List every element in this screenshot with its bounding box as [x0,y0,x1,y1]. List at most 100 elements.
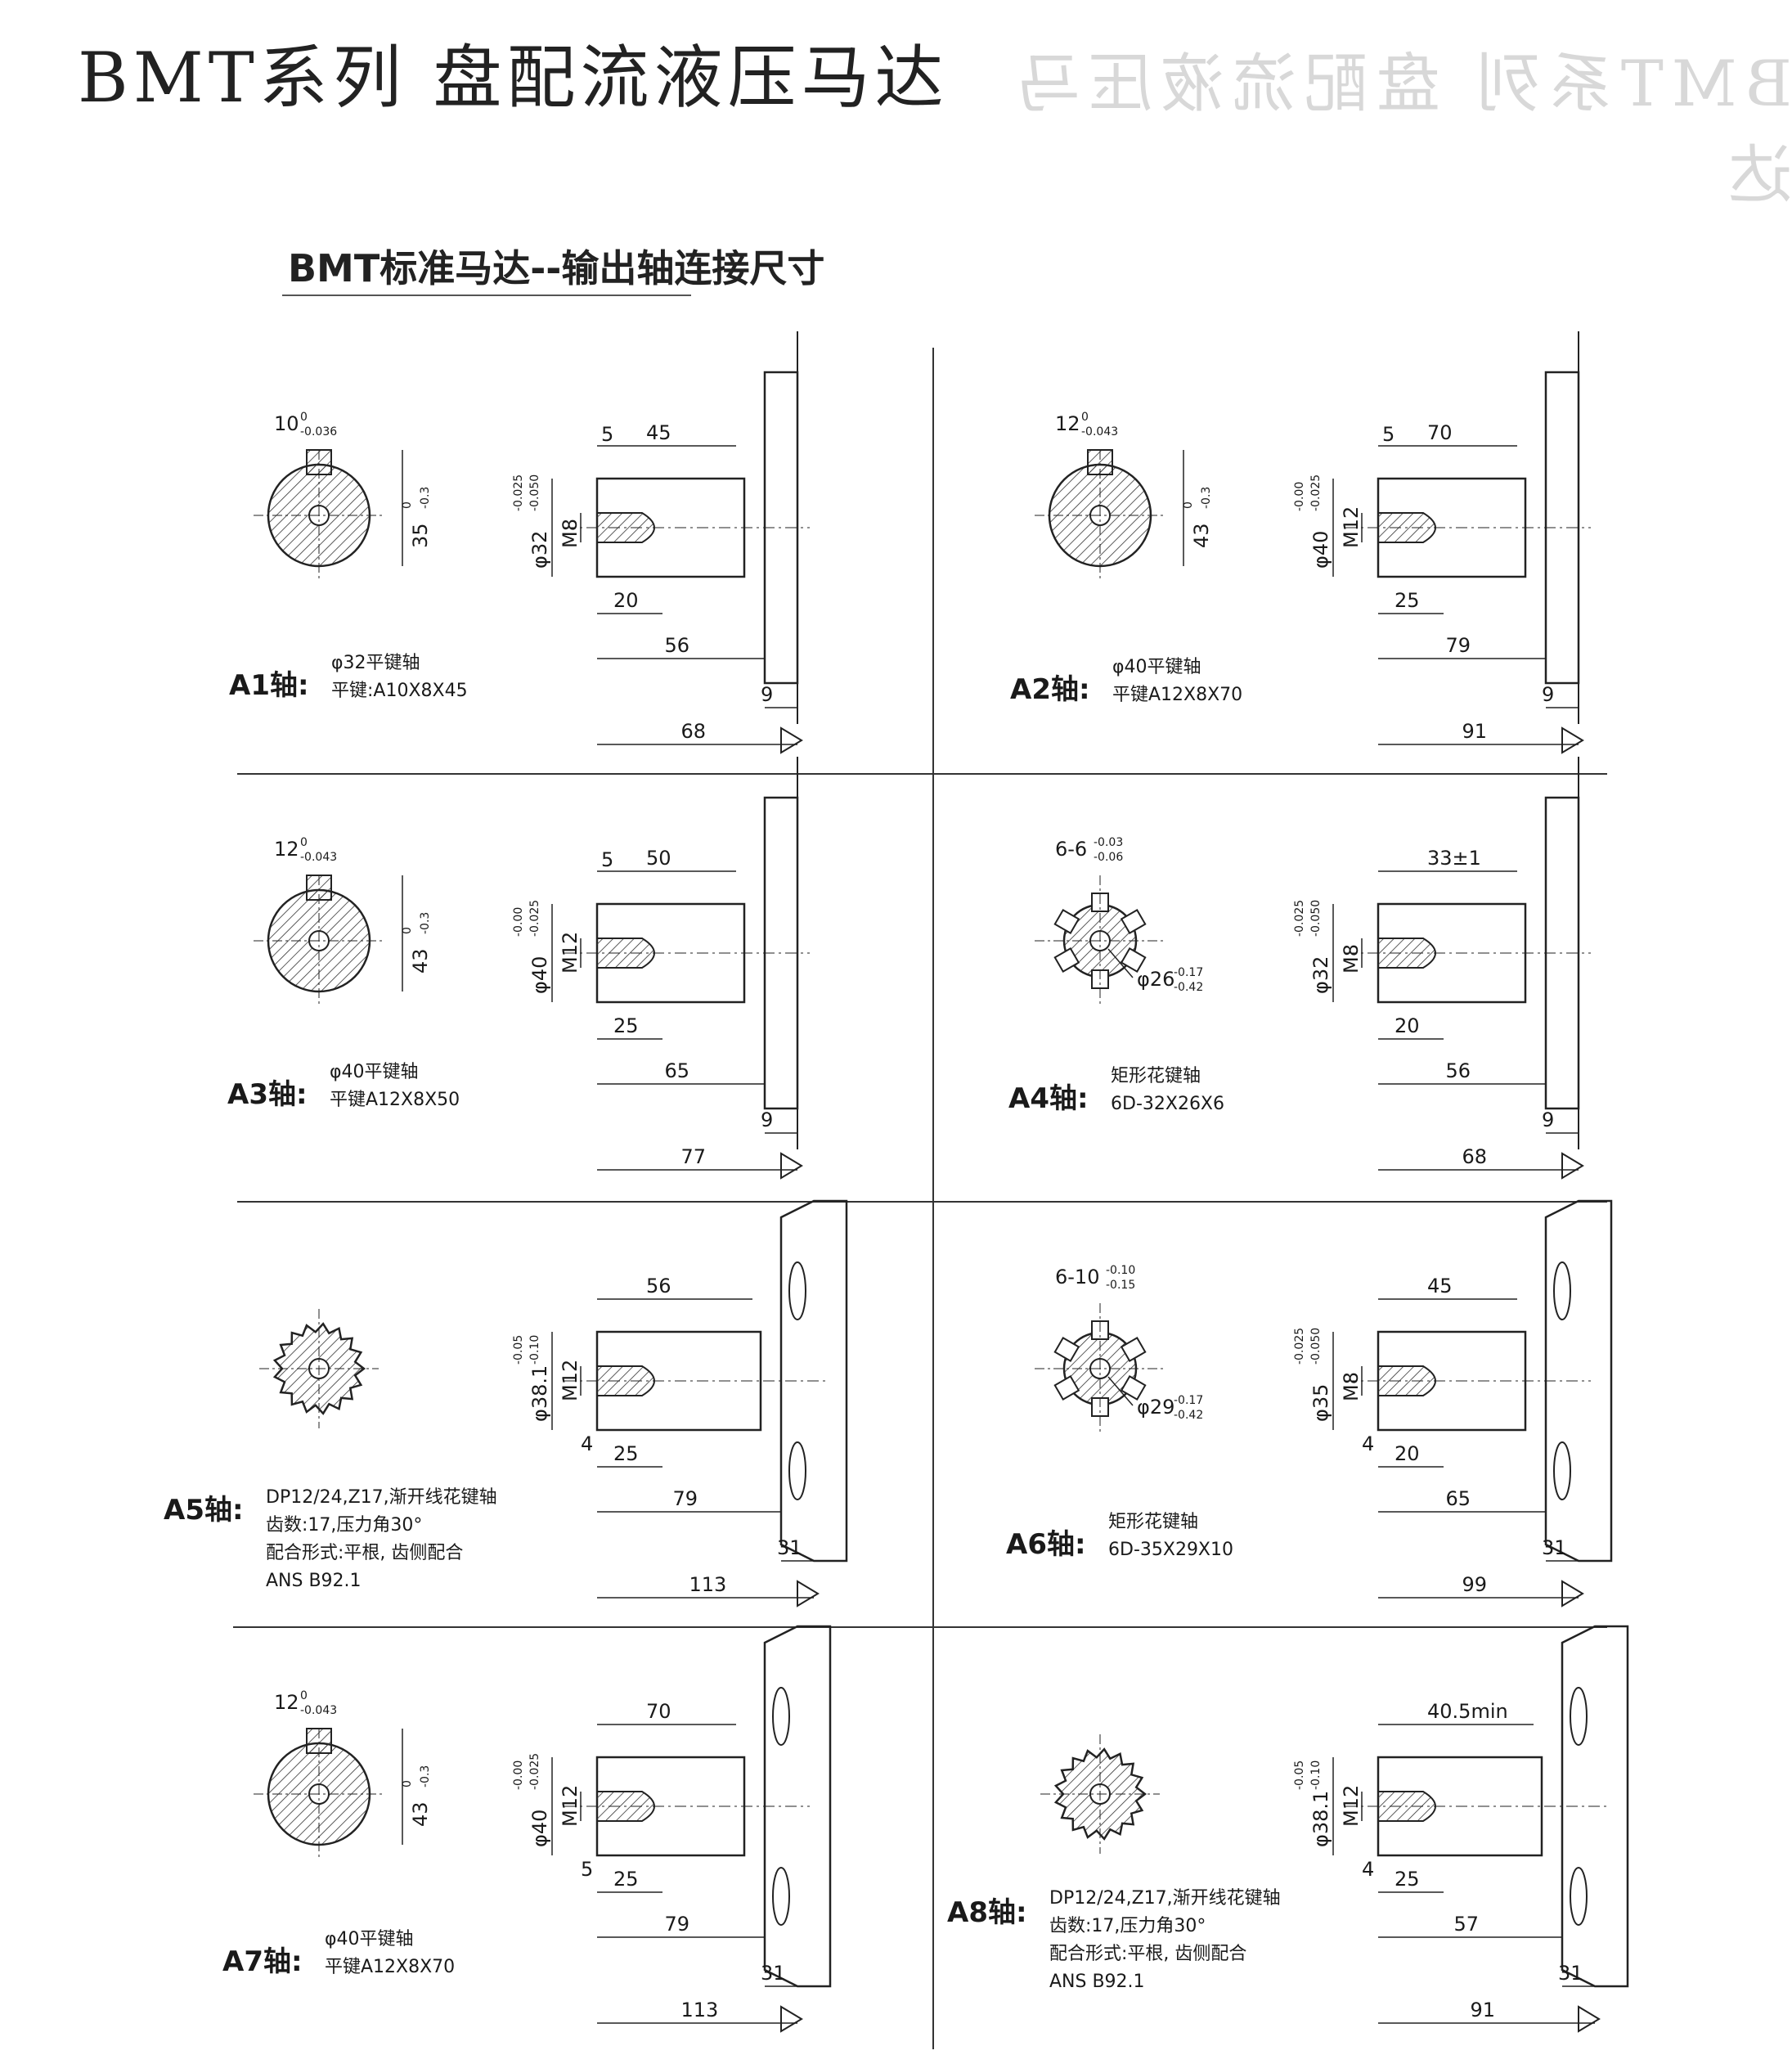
flange-dim: 31 [1542,1536,1567,1559]
spline-key [1053,908,1080,935]
shaft-length-dim: 56 [1446,1059,1471,1082]
section-diameter-dim: φ26 [1137,968,1174,991]
thread-depth-dim: 25 [613,1868,639,1891]
overall-length-dim: 91 [1462,720,1488,743]
diameter-tol-lower: -0.050 [1309,1328,1323,1365]
datum-triangle [780,726,803,754]
flange-dim: 31 [777,1536,802,1559]
key-tol-upper: -0.10 [1106,1264,1135,1277]
thread-dim: M8 [559,519,582,548]
key-length-dim: 56 [646,1275,671,1297]
datum-triangle [797,1580,820,1608]
shaft-label: A7轴: [222,1945,303,1978]
thread-depth-dim: 25 [613,1442,639,1465]
shaft-spec-line: 配合形式:平根, 齿侧配合 [1049,1944,1247,1964]
height-dim: 35 [409,523,432,548]
shaft-label: A1轴: [229,669,309,702]
flange-dim: 9 [761,1108,773,1131]
shaft-spec-line: 6D-32X26X6 [1111,1094,1225,1114]
spline-key [1120,947,1147,974]
overall-length-dim: 77 [681,1145,707,1168]
thread-dim: M12 [559,932,582,974]
shaft-spec-line: ANS B92.1 [1049,1972,1145,1992]
shaft-spec-line: DP12/24,Z17,渐开线花键轴 [266,1487,497,1508]
bolt-slot-top [1570,1687,1588,1746]
thread-depth-dim: 25 [1395,589,1420,612]
spline-key [1120,908,1147,935]
bolt-slot-bottom [788,1441,806,1500]
key-length-dim: 33±1 [1427,847,1481,870]
shaft-label: A8轴: [947,1896,1027,1929]
key-tol-upper: 0 [300,1689,308,1702]
spline-key [1053,1336,1080,1363]
mounting-flange [763,1625,832,1988]
diameter-tol-lower: -0.025 [1309,474,1323,511]
flange-dim: 9 [761,683,773,706]
thread-dim: M12 [1340,1785,1363,1827]
overall-length-dim: 113 [681,1999,719,2021]
section-leader [1107,948,1134,978]
diameter-dim: φ32 [1309,956,1332,994]
key-length-dim: 70 [1427,421,1453,444]
thread-dim: M12 [1340,506,1363,548]
shaft-spec-line: φ40平键轴 [325,1929,414,1949]
diameter-tol-upper: -0.025 [1293,1328,1306,1365]
shaft-spec-line: 平键:A10X8X45 [331,681,468,701]
shaft-label: A6轴: [1006,1528,1086,1561]
offset-dim: 5 [1382,423,1395,446]
diameter-tol-upper: -0.05 [512,1335,525,1365]
height-tol-upper: 0 [401,501,414,509]
key-tol-upper: -0.03 [1094,836,1123,849]
spline-key [1120,1336,1147,1363]
diameter-tol-upper: -0.025 [1293,900,1306,937]
key-width-dim: 6-10 [1055,1266,1099,1288]
key-tol-upper: 0 [300,411,308,424]
height-tol-lower: -0.3 [419,487,432,509]
key-length-dim: 40.5min [1427,1700,1508,1723]
shaft-label: A5轴: [164,1494,244,1527]
shaft-spec-line: 矩形花键轴 [1111,1066,1201,1086]
key-tol-upper: 0 [1081,411,1089,424]
thread-dim: M8 [1340,944,1363,974]
thread-depth-dim: 20 [1395,1442,1420,1465]
flange-dim: 9 [1542,683,1554,706]
key-width-dim: 10 [274,412,299,435]
key-width-dim: 12 [274,838,299,861]
diameter-tol-lower: -0.10 [528,1335,541,1365]
diameter-dim: φ40 [1309,531,1332,569]
bolt-slot-bottom [1553,1441,1571,1500]
diameter-tol-upper: -0.025 [512,474,525,511]
shaft-length-dim: 56 [665,634,690,657]
grid-row-divider-3 [233,1626,1607,1628]
spline-key [1053,1374,1080,1401]
offset-dim: 4 [1362,1432,1374,1455]
diameter-tol-lower: -0.10 [1309,1760,1323,1790]
shaft-label: A4轴: [1008,1082,1089,1115]
offset-dim: 4 [581,1432,593,1455]
datum-triangle [1561,1152,1584,1180]
offset-dim: 4 [1362,1858,1374,1881]
diameter-tol-upper: -0.00 [512,907,525,937]
diameter-tol-upper: -0.05 [1293,1760,1306,1790]
shaft-spec-line: 6D-35X29X10 [1108,1540,1234,1560]
overall-length-dim: 91 [1471,1999,1496,2021]
shaft-spec-line: 平键A12X8X70 [325,1957,456,1977]
mounting-flange [779,1199,848,1563]
section-tol-lower: -0.42 [1174,981,1203,994]
key-length-dim: 45 [646,421,671,444]
grid-row-divider-2 [237,1201,1607,1203]
section-tol-lower: -0.42 [1174,1409,1203,1422]
shaft-spec-line: φ32平键轴 [331,653,420,673]
diameter-tol-lower: -0.025 [528,1753,541,1790]
key-length-dim: 70 [646,1700,671,1723]
bolt-slot-top [1553,1261,1571,1320]
thread-depth-dim: 25 [1395,1868,1420,1891]
key-width-dim: 12 [274,1691,299,1714]
thread-dim: M12 [559,1360,582,1401]
shaft-spec-line: 齿数:17,压力角30° [1049,1916,1206,1936]
height-tol-upper: 0 [401,1780,414,1787]
height-tol-lower: -0.3 [419,912,432,934]
height-tol-lower: -0.3 [1200,487,1213,509]
shaft-length-dim: 79 [1446,634,1471,657]
